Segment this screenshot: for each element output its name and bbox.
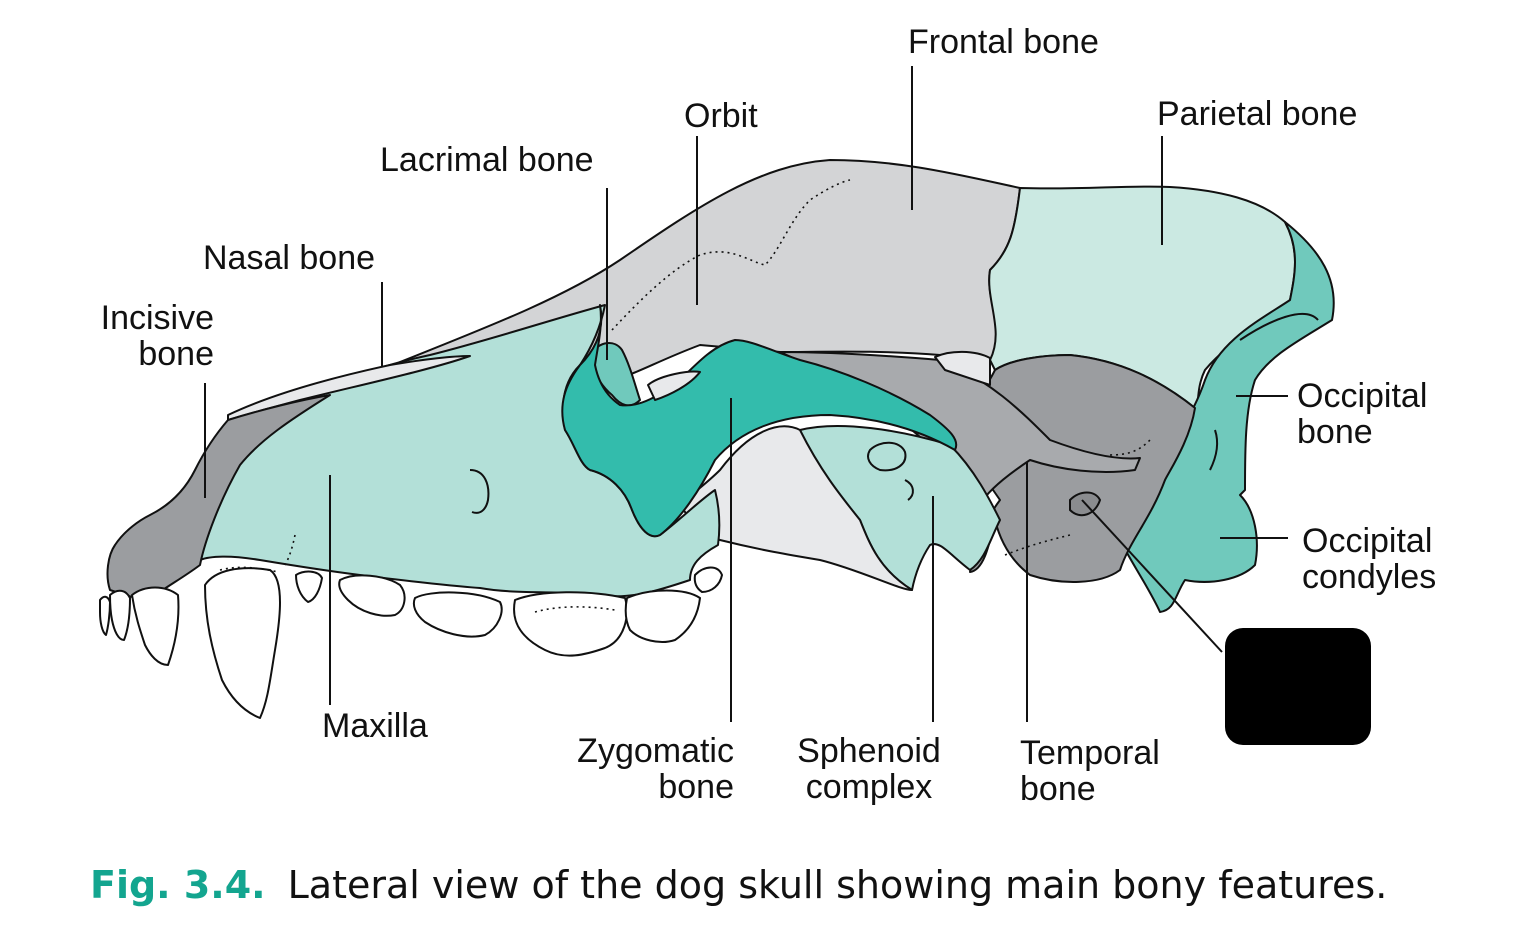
- premolar-tooth-2: [338, 574, 406, 617]
- label-incisive-bone-line2: bone: [138, 335, 214, 373]
- label-occipital-bone-line1: Occipital: [1297, 377, 1428, 415]
- carnassial-tooth: [513, 591, 628, 657]
- label-occipital-bone-line2: bone: [1297, 413, 1373, 451]
- incisor-tooth-3: [131, 586, 180, 666]
- figure-caption: Fig. 3.4. Lateral view of the dog skull s…: [90, 862, 1387, 908]
- label-maxilla: Maxilla: [322, 707, 428, 745]
- label-temporal-bone-line2: bone: [1020, 770, 1096, 808]
- label-occipital-condyles-line2: condyles: [1302, 558, 1437, 596]
- label-zygomatic-bone-line1: Zygomatic: [577, 732, 734, 770]
- molar-tooth-2: [693, 566, 723, 593]
- label-sphenoid-complex-line1: Sphenoid: [797, 732, 941, 770]
- foramen-shape: [934, 350, 991, 386]
- leader-lines: [204, 66, 1288, 722]
- label-frontal-bone: Frontal bone: [908, 23, 1099, 61]
- label-nasal-bone: Nasal bone: [203, 239, 376, 277]
- label-sphenoid-complex-line2: complex: [805, 768, 933, 806]
- incisor-tooth-1: [99, 595, 111, 636]
- label-incisive-bone-line1: Incisive: [100, 299, 214, 337]
- figure-caption-text: Lateral view of the dog skull showing ma…: [287, 863, 1388, 907]
- label-orbit: Orbit: [684, 97, 758, 135]
- label-occipital-condyles-line1: Occipital: [1302, 522, 1433, 560]
- label-sphenoid-complex: Sphenoid complex: [772, 733, 966, 805]
- label-zygomatic-bone-line2: bone: [658, 768, 734, 806]
- figure-number: Fig. 3.4.: [90, 863, 266, 907]
- label-lacrimal-bone: Lacrimal bone: [380, 141, 594, 179]
- canine-tooth: [204, 567, 281, 719]
- label-parietal-bone: Parietal bone: [1157, 95, 1358, 133]
- label-temporal-bone-line1: Temporal: [1020, 734, 1160, 772]
- premolar-tooth-3: [412, 591, 503, 638]
- parietal-bone-shape: [988, 185, 1296, 409]
- incisor-tooth-2: [109, 589, 131, 641]
- label-occipital-condyles: Occipital condyles: [1302, 523, 1436, 595]
- label-temporal-bone: Temporal bone: [1020, 735, 1160, 807]
- label-zygomatic-bone: Zygomatic bone: [552, 733, 734, 805]
- label-incisive-bone: Incisive bone: [60, 300, 214, 372]
- label-occipital-bone: Occipital bone: [1297, 378, 1427, 450]
- orbit-opening-shape: [647, 370, 701, 401]
- molar-tooth-1: [624, 589, 701, 643]
- premolar-tooth-1: [295, 570, 323, 603]
- redaction-box: [1225, 628, 1371, 745]
